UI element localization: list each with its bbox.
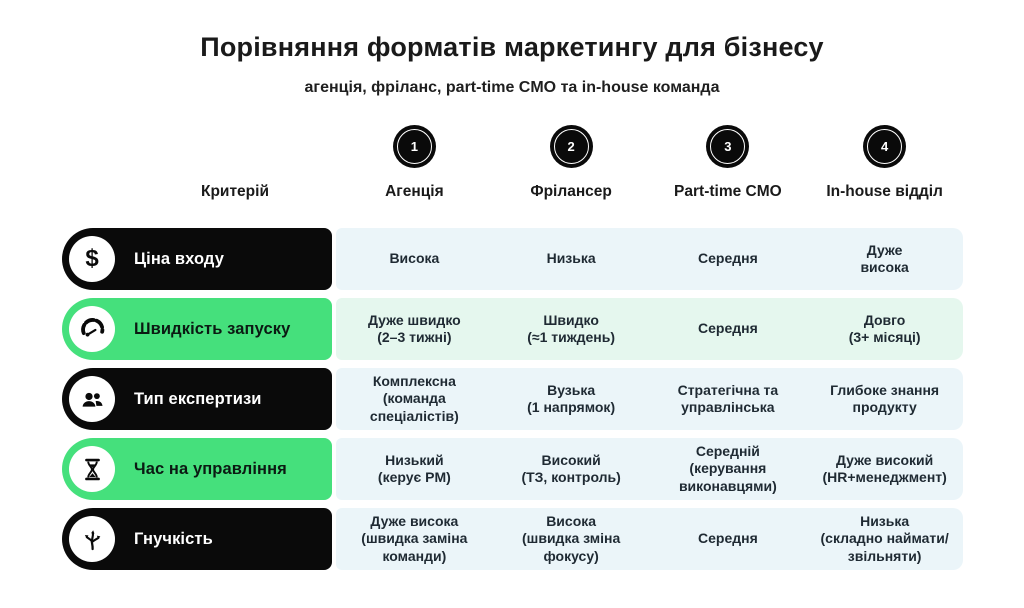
table-cell: Дуже висока (швидка заміна команди): [361, 513, 468, 564]
table-row: Швидкість запуску Дуже швидко (2–3 тижні…: [62, 298, 963, 360]
row-label-pill: $ Ціна входу: [62, 228, 332, 290]
column-header-parttime-cmo: Part-time CMO: [674, 183, 782, 200]
number-badge-icon: 3: [706, 125, 750, 168]
criterion-header: Критерій: [201, 183, 269, 200]
table-cell: Середній (керування виконавцями): [678, 443, 777, 494]
number-badge-icon: 2: [549, 125, 593, 168]
row-label: Швидкість запуску: [134, 319, 291, 338]
row-cells: Низький (керує PM) Високий (ТЗ, контроль…: [336, 438, 963, 500]
row-cells: Комплексна (команда спеціалістів) Вузька…: [336, 368, 963, 430]
number-badge-icon: 1: [392, 125, 436, 168]
table-cell: Висока (швидка зміна фокусу): [522, 513, 621, 564]
column-header-inhouse: In-house відділ: [826, 183, 943, 200]
comparison-table: $ Ціна входу Висока Низька Середня Дуже …: [62, 228, 963, 570]
badge-number: 3: [724, 139, 732, 154]
table-cell: Швидко (≈1 тиждень): [527, 311, 616, 345]
flexibility-icon: [69, 516, 115, 562]
row-label-pill: Гнучкість: [62, 508, 332, 570]
table-cell: Високий (ТЗ, контроль): [521, 451, 621, 485]
row-label-pill: Швидкість запуску: [62, 298, 332, 360]
table-header-row: Критерій Агенція Фрілансер Part-time CMO…: [62, 183, 963, 201]
table-cell: Глибоке знання продукту: [830, 381, 940, 415]
table-cell: Стратегічна та управлінська: [677, 381, 779, 415]
table-cell: Висока: [389, 250, 440, 267]
page-title: Порівняння форматів маркетингу для бізне…: [200, 32, 824, 62]
hourglass-icon: [69, 446, 115, 492]
column-badge-4: 4: [806, 125, 963, 168]
row-cells: Дуже швидко (2–3 тижні) Швидко (≈1 тижде…: [336, 298, 963, 360]
table-cell: Комплексна (команда спеціалістів): [369, 373, 459, 424]
badge-number: 1: [410, 139, 418, 154]
row-cells: Дуже висока (швидка заміна команди) Висо…: [336, 508, 963, 570]
row-label: Час на управління: [134, 459, 287, 478]
row-label-pill: Час на управління: [62, 438, 332, 500]
row-label-pill: Тип експертизи: [62, 368, 332, 430]
row-label: Гнучкість: [134, 529, 213, 548]
table-cell: Дуже швидко (2–3 тижні): [368, 311, 461, 345]
table-row: Час на управління Низький (керує PM) Вис…: [62, 438, 963, 500]
table-cell: Низька: [546, 250, 596, 267]
column-header-agency: Агенція: [385, 183, 444, 200]
table-cell: Довго (3+ місяці): [848, 311, 921, 345]
row-label: Тип експертизи: [134, 389, 262, 408]
table-row: Тип експертизи Комплексна (команда спеці…: [62, 368, 963, 430]
column-number-badges: 1 2 3 4: [336, 125, 963, 168]
table-row: Гнучкість Дуже висока (швидка заміна ком…: [62, 508, 963, 570]
table-cell: Дуже високий (HR+менеджмент): [822, 451, 947, 485]
table-cell: Середня: [698, 250, 758, 267]
table-cell: Низький (керує PM): [377, 451, 451, 485]
table-cell: Середня: [698, 320, 758, 337]
badge-number: 4: [881, 139, 889, 154]
speedometer-icon: [69, 306, 115, 352]
column-badge-2: 2: [493, 125, 650, 168]
table-row: $ Ціна входу Висока Низька Середня Дуже …: [62, 228, 963, 290]
dollar-icon: $: [69, 236, 115, 282]
people-icon: [69, 376, 115, 422]
column-badge-1: 1: [336, 125, 493, 168]
page-subtitle: агенція, фріланс, part-time CMO та in-ho…: [304, 79, 720, 96]
table-cell: Дуже висока: [860, 241, 909, 275]
table-cell: Вузька (1 напрямок): [527, 381, 616, 415]
badge-number: 2: [567, 139, 575, 154]
table-cell: Середня: [698, 530, 758, 547]
row-label: Ціна входу: [134, 249, 224, 268]
column-badge-3: 3: [650, 125, 807, 168]
table-cell: Низька (складно наймати/ звільняти): [820, 513, 949, 564]
number-badge-icon: 4: [863, 125, 907, 168]
row-cells: Висока Низька Середня Дуже висока: [336, 228, 963, 290]
column-header-freelancer: Фрілансер: [530, 183, 612, 200]
